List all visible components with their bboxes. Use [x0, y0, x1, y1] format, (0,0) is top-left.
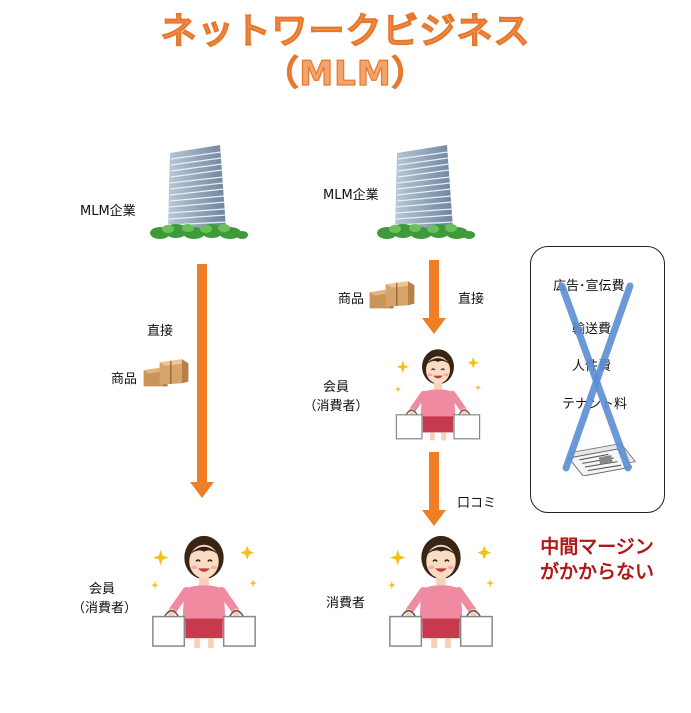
right-consumer-shopper-icon [382, 532, 500, 650]
left-member-label: 会員 （消費者） [72, 578, 138, 616]
right-word-of-mouth-arrow [422, 452, 446, 526]
right-direct-arrow [422, 260, 446, 334]
no-margin-note: 中間マージン がかからない [527, 535, 667, 585]
left-product-label: 商品 [111, 372, 138, 387]
right-consumer-label: 消費者 [326, 596, 366, 611]
left-direct-arrow [190, 264, 214, 498]
right-product-boxes-icon [369, 280, 415, 309]
page-title: ネットワークビジネス [160, 10, 531, 52]
right-member-label-line2: （消費者） [303, 399, 369, 414]
right-member-shopper-icon [382, 346, 494, 442]
right-direct-label: 直接 [458, 292, 485, 307]
right-member-label-line1: 会員 [322, 380, 349, 395]
left-direct-label: 直接 [147, 324, 174, 339]
left-member-label-line1: 会員 [88, 582, 115, 597]
right-company-label: MLM企業 [323, 188, 379, 203]
left-company-building-icon [149, 144, 248, 240]
cross-out-mark-icon [558, 282, 634, 472]
left-member-shopper-icon [144, 532, 264, 650]
right-member-label: 会員 （消費者） [300, 376, 372, 414]
left-member-label-line2: （消費者） [72, 601, 138, 616]
cost-item-advertising: 広告･宣伝費 [553, 279, 625, 294]
left-product-boxes-icon [143, 358, 189, 387]
right-product-label: 商品 [338, 292, 365, 307]
left-company-label: MLM企業 [80, 204, 136, 219]
page-subtitle: （MLM） [264, 53, 427, 94]
no-margin-note-line2: がかからない [539, 561, 654, 583]
right-word-of-mouth-label: 口コミ [457, 496, 497, 511]
no-margin-note-line1: 中間マージン [540, 536, 654, 558]
cost-item-tenant-fee: テナント料 [562, 397, 628, 412]
right-company-building-icon [376, 144, 475, 240]
